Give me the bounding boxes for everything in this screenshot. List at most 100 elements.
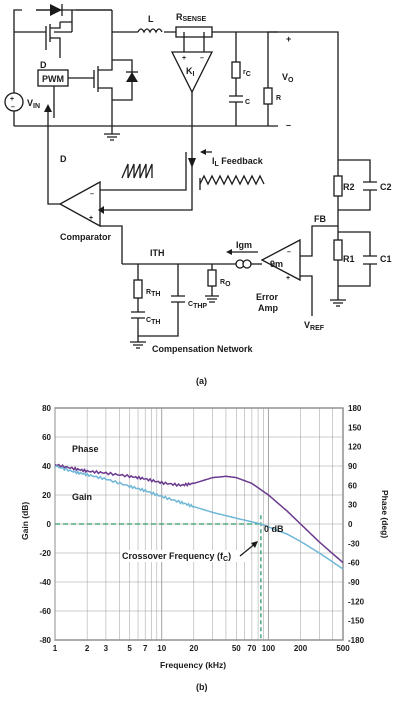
pwm-label: PWM [42, 74, 64, 84]
y2-tick-label: 120 [348, 443, 362, 452]
vin-source: + – VIN [4, 92, 40, 112]
x-tick-label: 5 [127, 644, 132, 653]
sense-amp: + – KI [170, 32, 214, 168]
ro-label: RO [220, 279, 231, 288]
error-amp: 9m – + VREF Error Amp Igm [122, 238, 325, 332]
d-label-top: D [40, 60, 47, 70]
gm-label: 9m [270, 259, 283, 269]
y2-tick-label: 180 [348, 404, 362, 413]
ith-label: ITH [150, 248, 165, 258]
x-tick-label: 3 [104, 644, 109, 653]
svg-text:–: – [200, 55, 204, 62]
error-amp-label-2: Amp [258, 303, 279, 313]
y-tick-label: -80 [39, 636, 51, 645]
x-tick-label: 500 [336, 644, 350, 653]
caption-a: (a) [196, 376, 207, 386]
pwm-block: PWM [37, 69, 86, 104]
x-tick-label: 10 [157, 644, 166, 653]
r2-label: R2 [343, 182, 355, 192]
svg-text:+: + [286, 275, 290, 282]
top-mosfet: D [38, 10, 73, 70]
x-tick-label: 20 [189, 644, 198, 653]
y2-tick-label: -60 [348, 559, 360, 568]
feedback-divider: R2 C2 FB R1 C1 [300, 159, 392, 307]
vref-label: VREF [304, 320, 325, 332]
gain-series-label: Gain [72, 492, 92, 502]
y2-tick-label: -120 [348, 597, 365, 606]
y2-tick-label: -180 [348, 636, 365, 645]
svg-text:–: – [287, 249, 291, 256]
compensation-network-label: Compensation Network [152, 344, 254, 354]
y-tick-label: -20 [39, 549, 51, 558]
zero-db-annotation: 0 dB [264, 524, 284, 534]
caption-b: (b) [196, 682, 208, 692]
svg-text:+: + [10, 96, 14, 103]
svg-text:–: – [286, 120, 291, 130]
y-tick-label: 80 [42, 404, 51, 413]
vo-label: VO [282, 72, 294, 84]
y2-tick-label: -150 [348, 617, 365, 626]
y2-tick-label: -30 [348, 539, 360, 548]
y-tick-label: 60 [42, 433, 51, 442]
y-axis-label: Gain (dB) [20, 502, 30, 540]
vin-label: VIN [27, 98, 40, 110]
comparator-label: Comparator [60, 232, 112, 242]
svg-text:–: – [90, 191, 94, 198]
x-tick-label: 1 [53, 644, 58, 653]
svg-text:+: + [286, 34, 291, 44]
x-tick-label: 100 [262, 644, 276, 653]
plot-grid [54, 407, 344, 641]
fb-label: FB [314, 214, 326, 224]
error-amp-label-1: Error [256, 292, 279, 302]
y2-tick-label: 30 [348, 501, 357, 510]
series-line-gain [54, 465, 344, 570]
y-tick-label: -60 [39, 607, 51, 616]
rsense: RSENSE [175, 12, 213, 38]
y-tick-label: 40 [42, 462, 51, 471]
c2-label: C2 [380, 182, 392, 192]
x-tick-label: 7 [143, 644, 148, 653]
top-rail [13, 9, 278, 33]
rc-label: rC [243, 69, 251, 78]
svg-text:+: + [89, 215, 93, 222]
inductor: L [137, 14, 163, 34]
schematic: D PWM + – VIN L [4, 4, 392, 386]
x-tick-label: 50 [232, 644, 241, 653]
cth-label: CTH [146, 317, 160, 326]
bottom-mosfet [86, 32, 138, 141]
svg-text:–: – [11, 104, 15, 111]
output-network: rC C R VO + – [229, 31, 339, 160]
crossover-arrowhead [251, 541, 258, 548]
igm-label: Igm [236, 240, 252, 250]
y-tick-label: 0 [47, 520, 52, 529]
d-label-left: D [60, 154, 67, 164]
phase-series-label: Phase [72, 444, 99, 454]
y2-tick-label: 90 [348, 462, 357, 471]
r1-label: R1 [343, 254, 355, 264]
il-feedback-label: IL Feedback [212, 156, 264, 168]
series-line-phase [54, 463, 344, 564]
rth-label: RTH [146, 289, 160, 298]
inductor-label: L [148, 14, 154, 24]
rsense-label: RSENSE [176, 12, 207, 23]
x-tick-label: 200 [294, 644, 308, 653]
crossover-label-bg [120, 550, 250, 562]
compensation-network: ITH RTH CTH CTHP RO Compensation Network [100, 225, 254, 354]
svg-text:+: + [182, 55, 186, 62]
top-diode [36, 4, 112, 16]
zero-db-line [55, 515, 262, 640]
x-tick-label: 70 [247, 644, 256, 653]
comparator: – + Comparator D [44, 104, 193, 242]
ki-label: KI [186, 66, 195, 78]
cout-label: C [245, 99, 250, 106]
y2-tick-label: -90 [348, 578, 360, 587]
x-axis-label: Frequency (kHz) [160, 660, 226, 670]
il-feedback: IL Feedback [199, 149, 265, 190]
y2-tick-label: 150 [348, 423, 362, 432]
series-layer [54, 463, 344, 570]
c1-label: C1 [380, 254, 392, 264]
y-tick-label: -40 [39, 578, 51, 587]
